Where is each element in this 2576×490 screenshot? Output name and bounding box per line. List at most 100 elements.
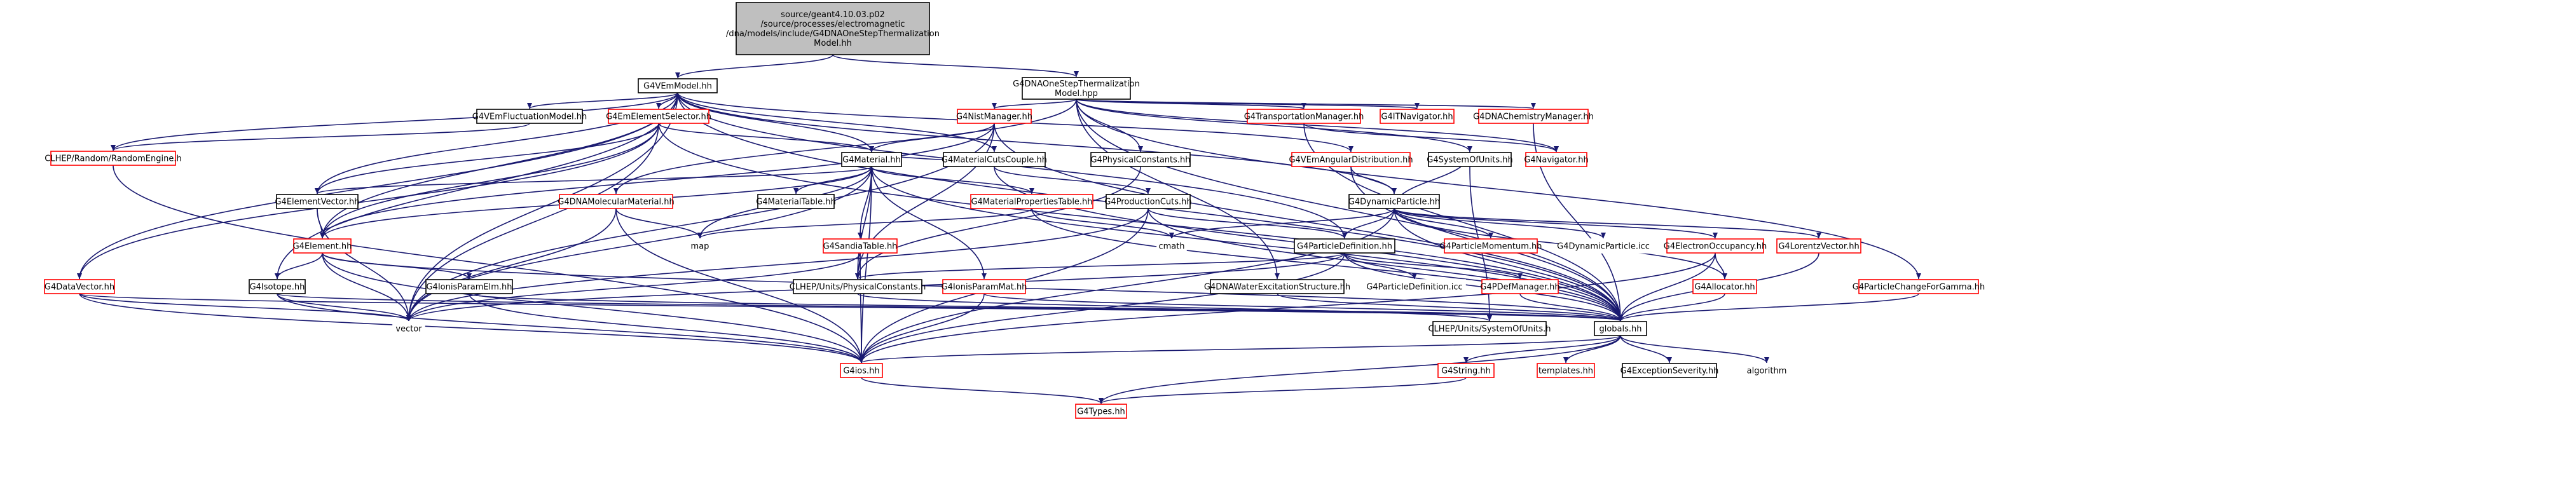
node-material[interactable]: G4Material.hh xyxy=(841,152,902,167)
node-allocator[interactable]: G4Allocator.hh xyxy=(1692,279,1757,294)
node-transp[interactable]: G4TransportationManager.hh xyxy=(1244,109,1364,124)
node-clhepSOU[interactable]: CLHEP/Units/SystemOfUnits.h xyxy=(1428,321,1551,336)
node-dynicc[interactable]: G4DynamicParticle.icc xyxy=(1557,238,1650,254)
node-element[interactable]: G4Element.hh xyxy=(293,238,352,254)
edge-isotope-to-vector xyxy=(277,293,411,322)
node-label: G4Isotope.hh xyxy=(250,283,305,292)
node-box xyxy=(1537,363,1595,378)
edge-dnaOST-to-itnav xyxy=(1076,99,1420,109)
edge-clhepRand-to-g4ios xyxy=(113,165,864,364)
node-globals[interactable]: globals.hh xyxy=(1594,321,1647,336)
node-matcuts[interactable]: G4MaterialCutsCouple.hh xyxy=(942,152,1047,167)
node-navig[interactable]: G4Navigator.hh xyxy=(1524,152,1589,167)
node-ionmat[interactable]: G4IonisParamMat.hh xyxy=(942,279,1027,294)
node-label: G4ParticleDefinition.hh xyxy=(1297,242,1392,252)
node-label: Model.hpp xyxy=(1055,89,1098,99)
node-g4string[interactable]: G4String.hh xyxy=(1437,363,1495,378)
node-dynpart[interactable]: G4DynamicParticle.hh xyxy=(1348,194,1440,209)
node-types[interactable]: G4Types.hh xyxy=(1075,404,1127,419)
node-map[interactable]: map xyxy=(687,238,713,254)
edge-root-to-dnaOST xyxy=(832,54,1079,78)
node-partmom[interactable]: G4ParticleMomentum.hh xyxy=(1439,238,1542,254)
node-box xyxy=(1156,238,1187,254)
node-pdgmgr[interactable]: G4PDefManager.hh xyxy=(1480,279,1560,294)
edge-vem-to-vector xyxy=(406,92,678,322)
node-label: cmath xyxy=(1158,242,1184,252)
node-box xyxy=(1428,152,1512,167)
edge-dnaOST-to-sysunits xyxy=(1076,99,1472,153)
edge-globals-to-g4string xyxy=(1463,335,1621,364)
edge-matprop-to-cmath xyxy=(1031,208,1174,239)
node-itnav[interactable]: G4ITNavigator.hh xyxy=(1380,109,1455,124)
edge-dnaOST-to-dnamol xyxy=(613,99,1077,194)
node-label: /dna/models/include/G4DNAOneStepThermali… xyxy=(726,29,940,39)
node-label: G4ElectronOccupancy.hh xyxy=(1664,242,1767,252)
node-label: G4IonisParamElm.hh xyxy=(426,283,512,292)
edge-datavec-to-globals xyxy=(79,293,1622,322)
node-box xyxy=(942,279,1026,294)
node-isotope[interactable]: G4Isotope.hh xyxy=(249,279,306,294)
node-elsel[interactable]: G4EmElementSelector.hh xyxy=(606,109,711,124)
node-box xyxy=(1432,321,1547,336)
node-partgamma[interactable]: G4ParticleChangeForGamma.hh xyxy=(1853,279,1985,294)
node-label: CLHEP/Units/SystemOfUnits.h xyxy=(1428,325,1551,334)
node-clhepRand[interactable]: CLHEP/Random/RandomEngine.h xyxy=(45,151,182,166)
node-datavec[interactable]: G4DataVector.hh xyxy=(44,279,115,294)
edge-nist-to-element xyxy=(320,123,995,239)
node-box xyxy=(293,238,352,254)
edge-clhepPC-to-clhepSOU xyxy=(857,293,1492,322)
node-templates[interactable]: templates.hh xyxy=(1537,363,1595,378)
node-sysunits[interactable]: G4SystemOfUnits.hh xyxy=(1427,152,1513,167)
edge-dynpart-to-partdef xyxy=(1342,208,1395,239)
node-matprop[interactable]: G4MaterialPropertiesTable.hh xyxy=(970,194,1093,209)
node-box xyxy=(957,109,1032,124)
node-vector[interactable]: vector xyxy=(392,321,425,336)
node-box xyxy=(793,279,922,294)
node-algorithm[interactable]: algorithm xyxy=(1745,363,1788,378)
node-elocc[interactable]: G4ElectronOccupancy.hh xyxy=(1664,238,1767,254)
node-box xyxy=(44,279,115,294)
edge-partdef-to-pdgmgr xyxy=(1344,252,1523,280)
edge-dnaOST-to-globals xyxy=(1076,99,1623,322)
node-vem[interactable]: G4VEmModel.hh xyxy=(638,78,718,93)
node-dnachem[interactable]: G4DNAChemistryManager.hh xyxy=(1473,109,1594,124)
edge-elocc-to-g4ios xyxy=(859,252,1716,364)
node-nist[interactable]: G4NistManager.hh xyxy=(956,109,1032,124)
node-ionelm[interactable]: G4IonisParamElm.hh xyxy=(425,279,513,294)
node-prodcuts[interactable]: G4ProductionCuts.hh xyxy=(1104,194,1192,209)
node-fluct[interactable]: G4VEmFluctuationModel.hh xyxy=(472,109,587,124)
node-dnamol[interactable]: G4DNAMolecularMaterial.hh xyxy=(558,194,675,209)
edge-isotope-to-globals xyxy=(277,293,1623,322)
edge-sandia-to-g4ios xyxy=(858,252,864,364)
node-label: G4ParticleMomentum.hh xyxy=(1439,242,1542,252)
node-lorentz[interactable]: G4LorentzVector.hh xyxy=(1776,238,1861,254)
node-g4ios[interactable]: G4ios.hh xyxy=(840,363,883,378)
node-label: G4TransportationManager.hh xyxy=(1244,112,1364,122)
node-particc[interactable]: G4ParticleDefinition.icc xyxy=(1363,279,1466,294)
node-box xyxy=(970,194,1093,209)
edge-prodcuts-to-globals xyxy=(1148,208,1623,322)
node-box xyxy=(638,78,718,93)
edge-elsel-to-material xyxy=(658,123,874,153)
node-elvec[interactable]: G4ElementVector.hh xyxy=(275,194,360,209)
edge-material-to-globals xyxy=(871,166,1623,322)
node-partdef[interactable]: G4ParticleDefinition.hh xyxy=(1294,238,1395,254)
node-physconst[interactable]: G4PhysicalConstants.hh xyxy=(1090,152,1191,167)
node-box xyxy=(1745,363,1788,378)
node-sandia[interactable]: G4SandiaTable.hh xyxy=(823,238,898,254)
node-excsev[interactable]: G4ExceptionSeverity.hh xyxy=(1620,363,1719,378)
node-label: G4ExceptionSeverity.hh xyxy=(1620,367,1719,376)
node-label: G4DNAMolecularMaterial.hh xyxy=(558,198,675,207)
node-box xyxy=(559,194,673,209)
node-mattab[interactable]: G4MaterialTable.hh xyxy=(756,194,836,209)
node-dnawater[interactable]: G4DNAWaterExcitationStructure.hh xyxy=(1204,279,1350,294)
edge-dynpart-to-cmath xyxy=(1169,208,1395,239)
node-label: G4Allocator.hh xyxy=(1694,283,1755,292)
node-clhepPC[interactable]: CLHEP/Units/PhysicalConstants.h xyxy=(790,279,926,294)
edge-g4string-to-types xyxy=(1099,377,1467,404)
node-cmath[interactable]: cmath xyxy=(1156,238,1187,254)
node-box xyxy=(1106,194,1191,209)
node-vemang[interactable]: G4VEmAngularDistribution.hh xyxy=(1289,152,1413,167)
edge-vemang-to-dynpart xyxy=(1350,166,1397,194)
